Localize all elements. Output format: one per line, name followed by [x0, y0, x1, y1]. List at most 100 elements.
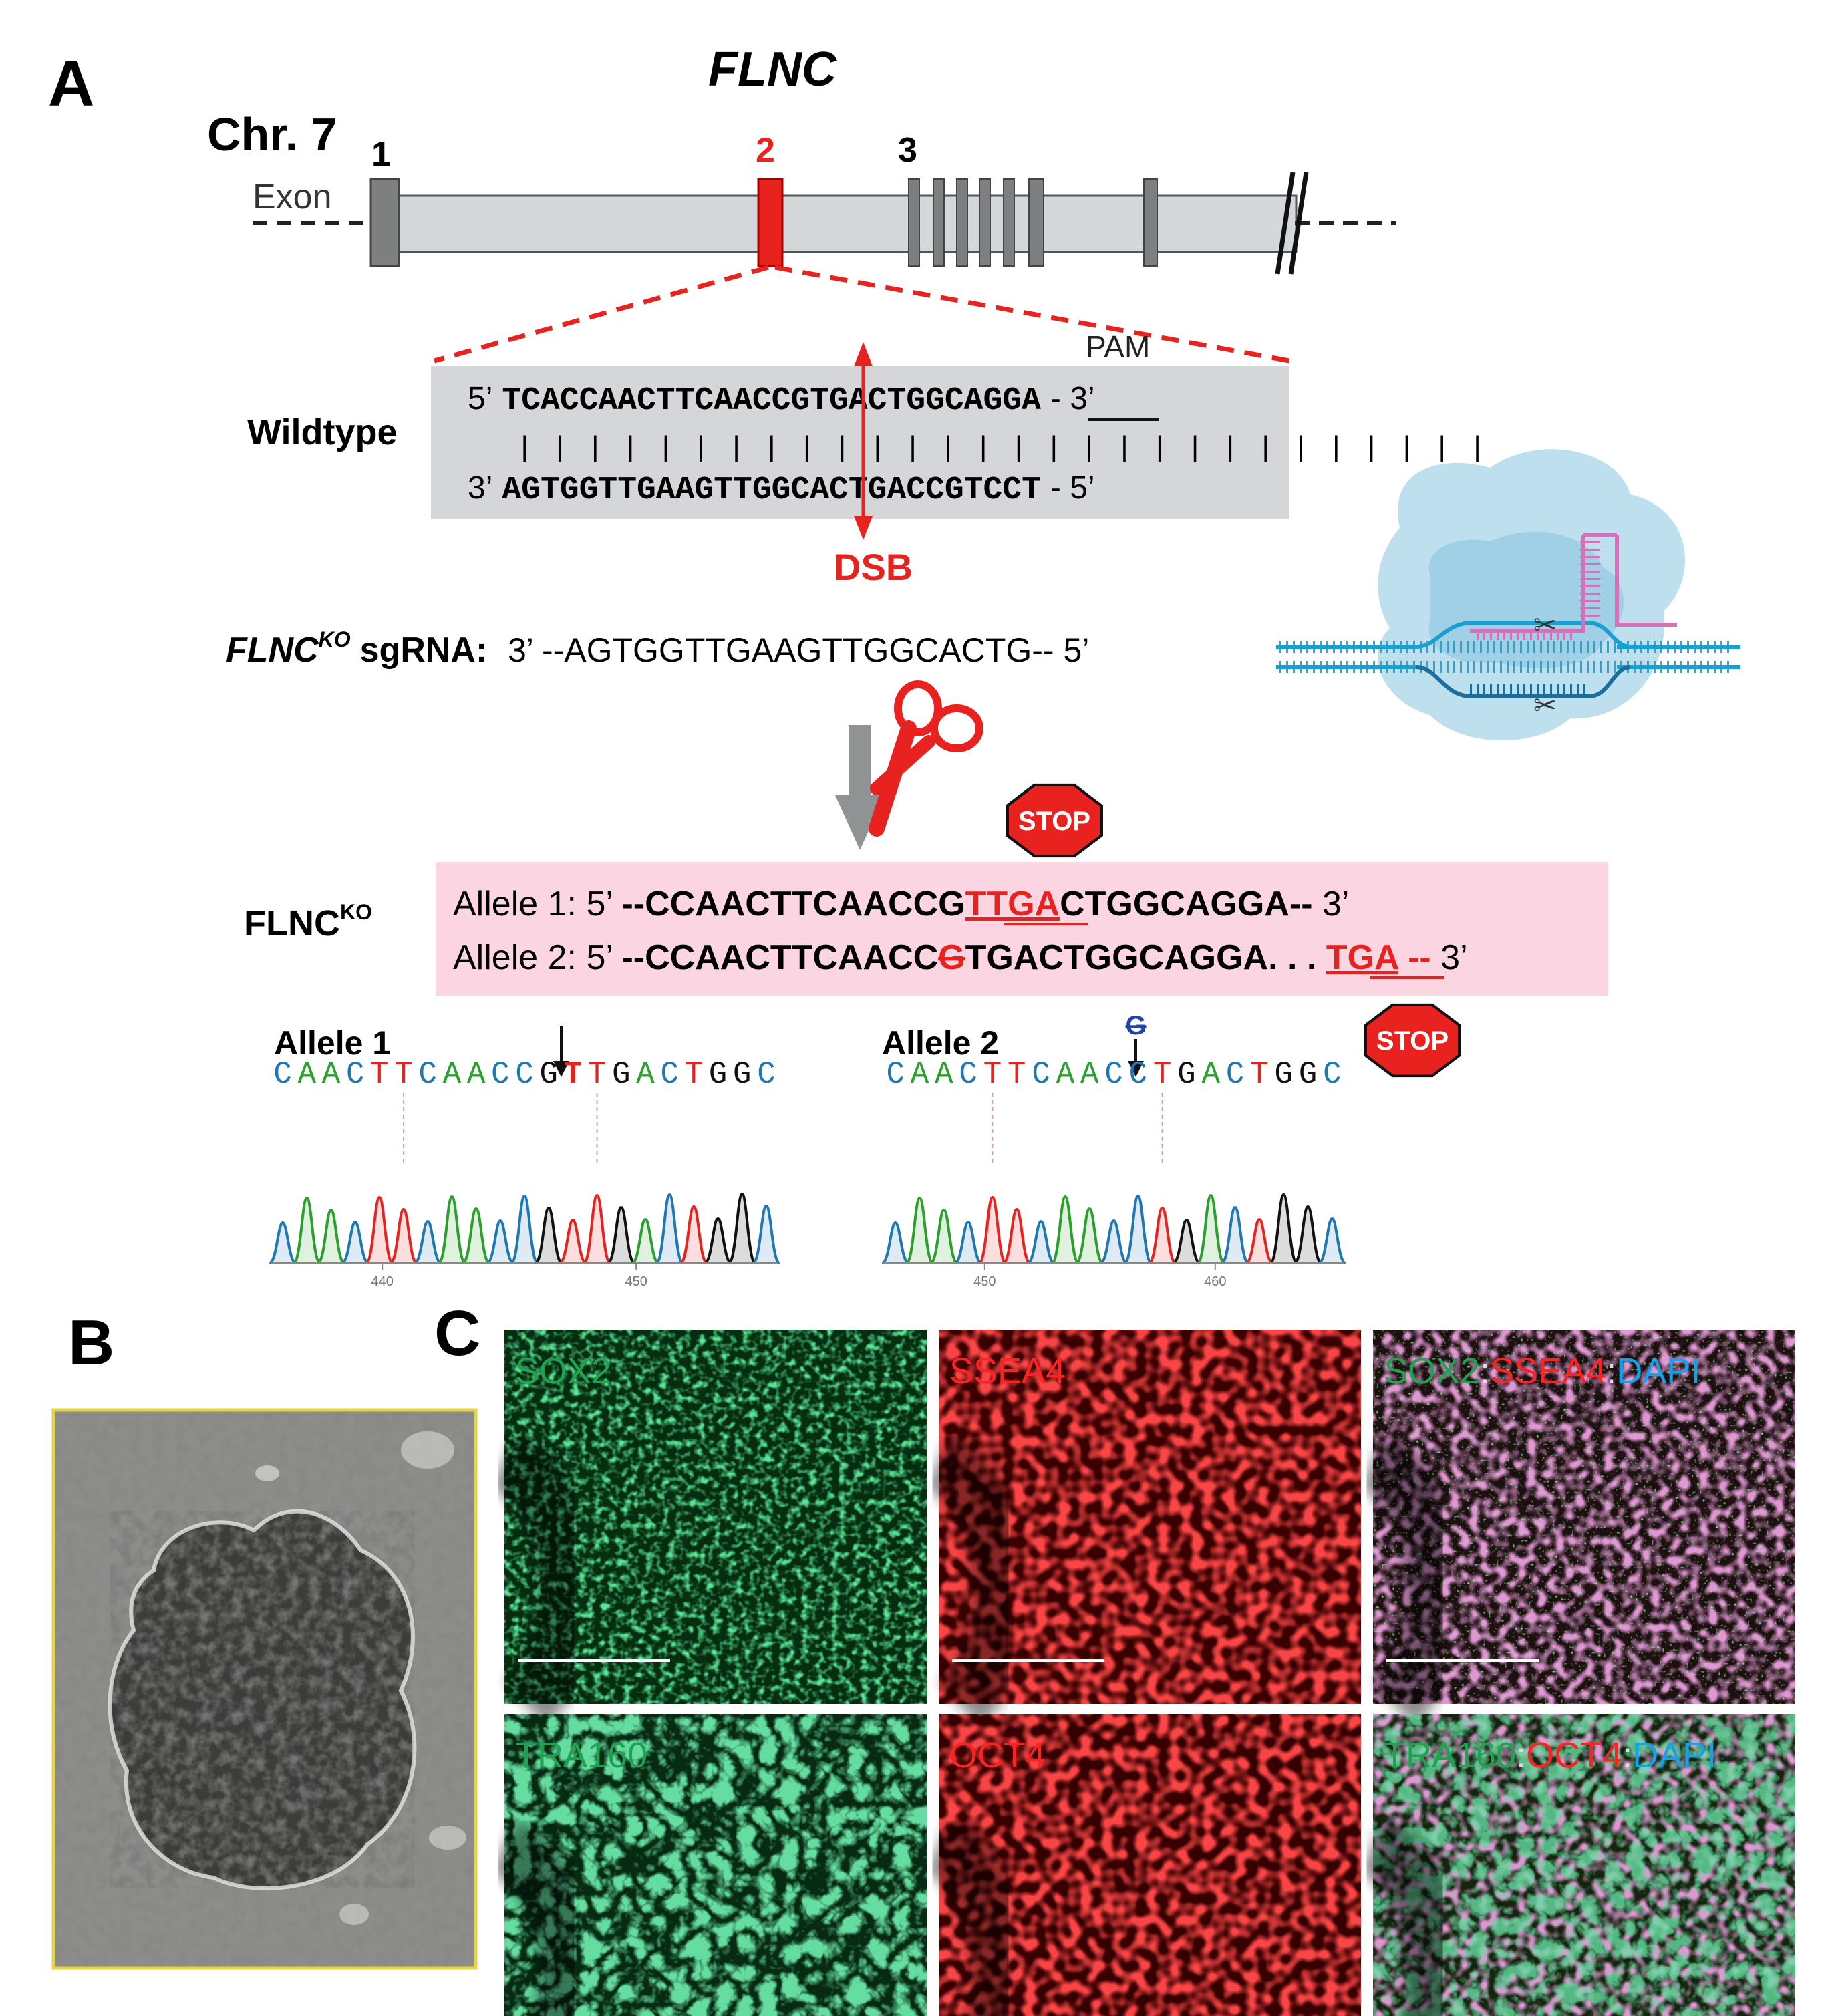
- allele2-stop-codon: TGA: [1326, 938, 1399, 977]
- chrom-base-letter: C: [273, 1057, 292, 1092]
- debris-3: [339, 1904, 369, 1925]
- chrom-peak: [631, 1217, 659, 1264]
- chrom2-arrow: [1128, 1039, 1144, 1077]
- chrom-peak: [1148, 1206, 1177, 1264]
- ko-label: FLNCKO: [244, 900, 372, 944]
- chrom-base-letter: C: [1129, 1057, 1148, 1092]
- ko-label-gene: FLNC: [244, 903, 340, 944]
- scissors-icon-top: ✂: [1533, 609, 1557, 641]
- scissors-icon: [869, 680, 983, 837]
- chrom-peak: [292, 1196, 322, 1264]
- exon-9: [1143, 178, 1158, 267]
- chrom-tick-label: 440: [371, 1274, 394, 1289]
- chrom-peak: [752, 1204, 780, 1264]
- chrom-peak: [1100, 1219, 1128, 1264]
- dna-base-pairs-outer: [1279, 641, 1734, 673]
- stain-label: SOX2: [515, 1351, 611, 1391]
- dsb-arrow-head-down: [854, 516, 873, 540]
- chrom-base-letter: G: [612, 1057, 631, 1092]
- cas9-illustration: ✂ ✂: [1276, 449, 1740, 741]
- sgrna-gene: FLNC: [226, 631, 319, 670]
- dsb-arrow-head-up: [854, 342, 873, 366]
- stain-label-part: :: [1480, 1351, 1490, 1391]
- stain-label-part: SOX2: [1384, 1351, 1480, 1391]
- chrom-base-letter: G: [733, 1057, 752, 1092]
- chrom-peak: [1196, 1193, 1226, 1264]
- chrom-base-letter: C: [660, 1057, 679, 1092]
- chrom-peak: [704, 1217, 732, 1264]
- scissor-handle-2: [930, 704, 983, 752]
- chrom-base-letter: T: [1250, 1057, 1269, 1092]
- chrom-peak: [1294, 1205, 1322, 1264]
- panel-c-label: C: [434, 1298, 480, 1369]
- phase-image-border: [51, 1408, 478, 1970]
- chrom-base-letter: A: [467, 1057, 486, 1092]
- chrom-peak: [1002, 1207, 1031, 1264]
- chrom-base-letter: A: [636, 1057, 655, 1092]
- chrom-tick-label: 460: [1204, 1274, 1226, 1289]
- chrom-base-letter: T: [1008, 1057, 1026, 1092]
- dna-bubble-bottom: [1416, 665, 1631, 698]
- chrom-peak: [535, 1206, 563, 1264]
- chrom-base-letter: T: [685, 1057, 704, 1092]
- break-mark-1: [1275, 172, 1296, 275]
- chrom-base-letter: T: [564, 1057, 583, 1092]
- exon-8: [1028, 178, 1044, 267]
- chrom1-arrow: [553, 1026, 569, 1077]
- chrom-peak: [1318, 1217, 1346, 1264]
- gene-diagram: 1 2 3: [253, 131, 1396, 275]
- chrom-peak: [1050, 1195, 1080, 1264]
- panel-a: A FLNC Chr. 7 Exon 1 2 3 PAM: [48, 43, 1740, 1289]
- wt-top-seq-b: GTGACTGGCAGGA: [790, 383, 1041, 419]
- chrom-peak: [727, 1192, 757, 1264]
- stain-tile: SSEA4: [923, 1330, 1361, 1727]
- chrom-peak: [317, 1208, 345, 1264]
- dsb-label: DSB: [834, 546, 913, 588]
- pam-label: PAM: [1086, 329, 1150, 364]
- chrom-tick-label: 450: [625, 1274, 647, 1289]
- chrom-peak: [364, 1195, 394, 1264]
- chrom-base-letter: A: [1056, 1057, 1075, 1092]
- chrom-peak: [655, 1193, 685, 1264]
- exon-label: Exon: [253, 178, 332, 217]
- wt-top-seq-a: TCACCAACTTCAACC: [502, 383, 790, 419]
- stain-label: SOX2:SSEA4:DAPI: [1384, 1351, 1700, 1391]
- exon-3: [908, 178, 920, 267]
- zoom-line-right: [774, 265, 1290, 364]
- scissor-handle-1: [894, 680, 942, 736]
- chrom-peak: [461, 1207, 491, 1264]
- chrom-base-letter: T: [370, 1057, 389, 1092]
- chrom1-title: Allele 1: [274, 1024, 391, 1062]
- allele2-seq-c: --: [1398, 938, 1431, 977]
- stain-label: SSEA4: [949, 1351, 1066, 1391]
- exon-number-3: 3: [898, 131, 917, 170]
- allele2-end: 3’: [1431, 938, 1468, 977]
- chrom-base-letter: C: [1323, 1057, 1342, 1092]
- chrom-tick-label: 450: [973, 1274, 996, 1289]
- wt-top-prefix: 5’: [468, 381, 492, 416]
- colony-texture: [110, 1511, 415, 1888]
- stain-label-part: SOX2: [515, 1351, 611, 1391]
- wildtype-top-strand: 5’ TCACCAACTTCAACCGTGACTGGCAGGA - 3’: [468, 381, 1095, 419]
- allele1-line: Allele 1: 5’ --CCAACTTCAACCGTTGACTGGCAGG…: [453, 885, 1349, 923]
- debris-4: [429, 1826, 466, 1850]
- chrom-peak: [929, 1208, 958, 1264]
- chrom-base-letter: A: [443, 1057, 462, 1092]
- stain-label: TRA160: [515, 1735, 647, 1775]
- chrom-base-letter: T: [588, 1057, 607, 1092]
- chrom-peak: [1172, 1218, 1201, 1264]
- down-arrow-head: [835, 795, 885, 850]
- wt-top-suffix: - 3’: [1050, 381, 1095, 416]
- tile-dark-region: [489, 1433, 598, 1727]
- stop-octagon-1: [1006, 783, 1103, 858]
- chrom-peak: [679, 1205, 708, 1264]
- break-mark-2: [1288, 172, 1309, 275]
- allele2-seq-a: --CCAACTTCAACC: [621, 938, 938, 977]
- ko-alleles-box: [436, 862, 1608, 996]
- chrom-base-letter: C: [959, 1057, 977, 1092]
- chrom2-title: Allele 2: [882, 1024, 999, 1062]
- bond-marks: | | | | | | | | | | | | | | | | | | | | …: [516, 432, 1486, 466]
- tile-dark-region: [923, 1818, 1032, 2016]
- chrom-peak: [1221, 1205, 1249, 1264]
- allele1-seq-a: --CCAACTTCAACCG: [621, 885, 965, 923]
